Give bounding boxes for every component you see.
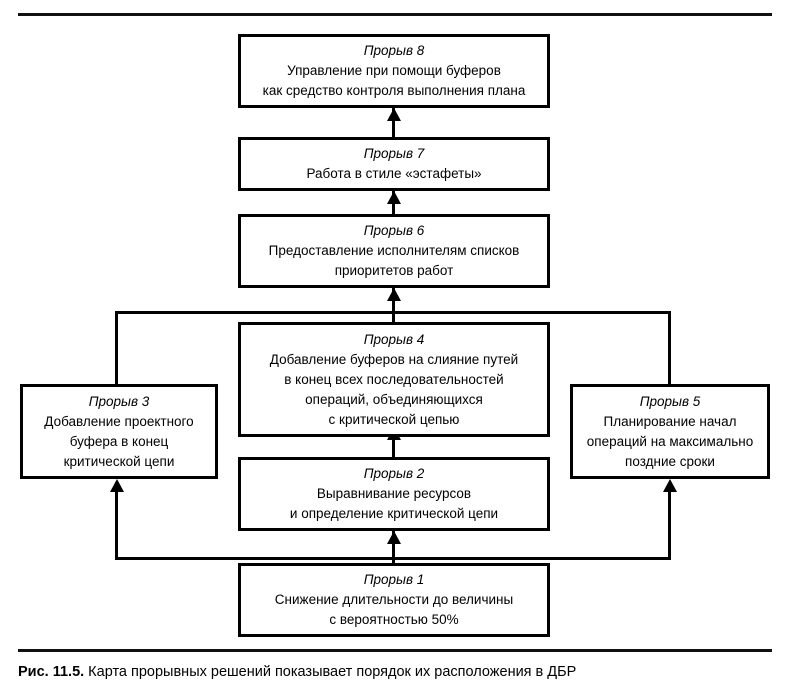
node-proryv-8-body: Управление при помощи буферов как средст… xyxy=(262,63,526,98)
edge-node1-to-node2-line xyxy=(392,531,395,563)
edge-node4-to-node6-line xyxy=(392,288,395,322)
upper-bus-left-drop-to-node3 xyxy=(115,311,118,386)
node-proryv-6[interactable]: Прорыв 6 Предоставление исполнителям спи… xyxy=(238,214,550,288)
top-horizontal-rule xyxy=(18,13,772,16)
edge-node6-to-node7-arrowhead xyxy=(387,191,401,204)
edge-node2-to-node4-line xyxy=(392,437,395,457)
node-proryv-4-body: Добавление буферов на слияние путей в ко… xyxy=(269,351,519,427)
edge-node7-to-node8-line xyxy=(392,108,395,137)
node-proryv-4-title: Прорыв 4 xyxy=(363,331,425,347)
node-proryv-4[interactable]: Прорыв 4 Добавление буферов на слияние п… xyxy=(238,322,550,437)
node-proryv-6-body: Предоставление исполнителям списков прио… xyxy=(268,243,520,278)
edge-node1-to-node2-arrowhead xyxy=(387,531,401,544)
bottom-horizontal-rule xyxy=(18,649,772,652)
node-proryv-7[interactable]: Прорыв 7 Работа в стиле «эстафеты» xyxy=(238,137,550,191)
node-proryv-8-title: Прорыв 8 xyxy=(363,43,425,58)
node-proryv-7-title: Прорыв 7 xyxy=(363,146,425,161)
lower-bus-right-riser-to-node5 xyxy=(668,492,671,560)
figure-caption-label: Рис. 11.5. xyxy=(18,664,85,680)
node-proryv-1-body: Снижение длительности до величины с веро… xyxy=(274,592,514,627)
edge-to-node5-arrowhead xyxy=(663,479,677,492)
figure-caption-text: Карта прорывных решений показывает поряд… xyxy=(84,664,577,680)
node-proryv-3-body: Добавление проектного буфера в конец кри… xyxy=(44,413,194,469)
figure-caption: Рис. 11.5. Карта прорывных решений показ… xyxy=(18,662,772,682)
edge-node7-to-node8-arrowhead xyxy=(387,108,401,121)
node-proryv-7-body: Работа в стиле «эстафеты» xyxy=(306,166,482,181)
node-proryv-2-title: Прорыв 2 xyxy=(363,466,425,481)
node-proryv-1-title: Прорыв 1 xyxy=(363,572,425,587)
upper-bus-right-drop-to-node5 xyxy=(668,311,671,386)
node-proryv-1[interactable]: Прорыв 1 Снижение длительности до величи… xyxy=(238,563,550,637)
node-proryv-5-title: Прорыв 5 xyxy=(639,393,701,409)
upper-bus-horizontal xyxy=(115,311,671,314)
node-proryv-6-title: Прорыв 6 xyxy=(363,223,425,238)
node-proryv-5-body: Планирование начал операций на максималь… xyxy=(586,413,754,469)
edge-to-node3-arrowhead xyxy=(110,479,124,492)
node-proryv-3[interactable]: Прорыв 3 Добавление проектного буфера в … xyxy=(20,384,218,479)
edge-node4-to-node6-arrowhead xyxy=(387,288,401,301)
lower-bus-horizontal xyxy=(115,557,671,560)
node-proryv-2-body: Выравнивание ресурсов и определение крит… xyxy=(289,486,499,521)
node-proryv-8[interactable]: Прорыв 8 Управление при помощи буферов к… xyxy=(238,34,550,108)
node-proryv-3-title: Прорыв 3 xyxy=(88,393,150,409)
node-proryv-5[interactable]: Прорыв 5 Планирование начал операций на … xyxy=(570,384,770,479)
node-proryv-2[interactable]: Прорыв 2 Выравнивание ресурсов и определ… xyxy=(238,457,550,531)
lower-bus-left-riser-to-node3 xyxy=(115,492,118,560)
